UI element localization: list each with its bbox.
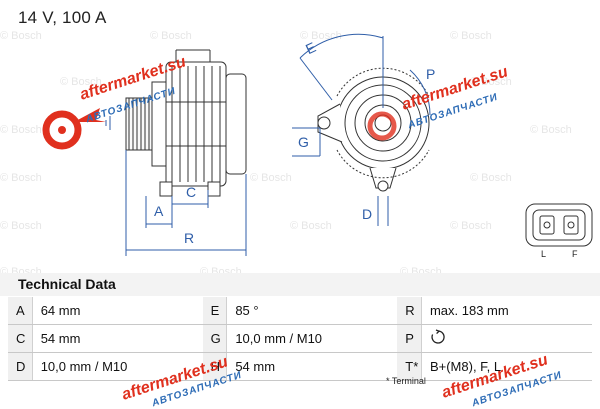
dimension-label-d: D	[362, 206, 373, 222]
watermark: © Bosch	[150, 30, 192, 42]
front-dimension-lines	[292, 33, 431, 226]
alternator-drawing	[42, 33, 593, 256]
spec-value: 10,0 mm / M10	[32, 352, 203, 381]
watermark: © Bosch	[0, 124, 42, 136]
spec-key: G	[202, 324, 228, 353]
spec-value-rotation	[421, 324, 592, 353]
watermark: © Bosch	[0, 220, 42, 232]
spec-key: P	[397, 324, 422, 353]
clockwise-rotation-icon	[431, 329, 445, 344]
spec-key: C	[8, 324, 33, 353]
connector-label-l: L	[541, 249, 547, 259]
product-heading: 14 V, 100 A	[18, 8, 107, 27]
spec-value: B+(M8), F, L	[421, 352, 592, 381]
spec-key: R	[397, 297, 422, 325]
watermark: © Bosch	[250, 172, 292, 184]
connector-plug	[525, 203, 593, 247]
dimension-label-p: P	[426, 66, 436, 82]
spec-value: 54 mm	[226, 352, 398, 381]
watermark: © Bosch	[470, 172, 512, 184]
terminal-footnote: * Terminal	[386, 376, 426, 386]
dimension-label-a: A	[154, 203, 164, 219]
dimension-label-c: C	[186, 184, 197, 200]
side-dimension-lines	[105, 116, 247, 256]
spec-key: D	[8, 352, 33, 381]
alternator-front-view	[317, 67, 430, 192]
watermark: © Bosch	[60, 76, 102, 88]
watermark: © Bosch	[0, 30, 42, 42]
alternator-side-view	[125, 49, 247, 197]
spec-value: 10,0 mm / M10	[226, 324, 398, 353]
spec-value: 54 mm	[32, 324, 203, 353]
table-row: C 54 mm G 10,0 mm / M10 P	[8, 324, 592, 353]
dimension-label-g: G	[298, 134, 309, 150]
spec-key: A	[8, 297, 33, 325]
watermark: © Bosch	[290, 220, 332, 232]
watermark: © Bosch	[450, 30, 492, 42]
table-row: A 64 mm E 85 ° R max. 183 mm	[8, 297, 592, 325]
dimension-label-r: R	[184, 230, 195, 246]
watermark: © Bosch	[470, 76, 512, 88]
spec-key: T*	[397, 352, 422, 381]
tech-data-band	[0, 273, 600, 296]
aftermarket-logo-gear	[42, 108, 397, 150]
connector-label-f: F	[572, 249, 578, 259]
table-row: D 10,0 mm / M10 H 54 mm T* B+(M8), F, L	[8, 352, 592, 381]
spec-value: 85 °	[226, 297, 398, 325]
spec-value: 64 mm	[32, 297, 203, 325]
tech-data-title: Technical Data	[18, 276, 116, 292]
spec-value: max. 183 mm	[421, 297, 592, 325]
spec-key: H	[202, 352, 228, 381]
watermark: © Bosch	[530, 124, 572, 136]
watermark: © Bosch	[450, 220, 492, 232]
spec-key: E	[202, 297, 228, 325]
tech-data-table: A 64 mm E 85 ° R max. 183 mm C 54 mm G 1…	[8, 297, 592, 381]
watermark: © Bosch	[0, 172, 42, 184]
